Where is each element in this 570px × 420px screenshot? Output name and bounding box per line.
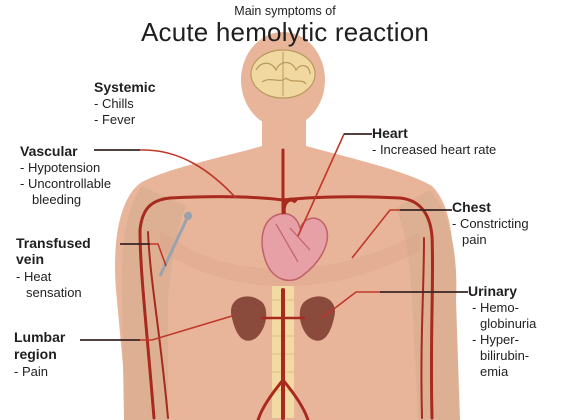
- transfused-item-heat: - Heat: [16, 270, 51, 284]
- systemic-item-chills: - Chills: [94, 97, 134, 111]
- urinary-item-hyper: - Hyper-: [472, 333, 519, 347]
- lumbar-heading-line1: Lumbar: [14, 330, 65, 345]
- vascular-item-uncontrollable: - Uncontrollable: [20, 177, 111, 191]
- transfused-heading-line1: Transfused: [16, 236, 91, 251]
- systemic-item-fever: - Fever: [94, 113, 135, 127]
- urinary-item-bilirubin: bilirubin-: [480, 349, 529, 363]
- systemic-heading: Systemic: [94, 80, 155, 95]
- transfused-heading-line2: vein: [16, 252, 44, 267]
- vascular-heading: Vascular: [20, 144, 78, 159]
- heart-heading: Heart: [372, 126, 408, 141]
- lumbar-heading-line2: region: [14, 347, 57, 362]
- chest-item-constricting: - Constricting: [452, 217, 529, 231]
- urinary-item-hemo: - Hemo-: [472, 301, 519, 315]
- vascular-item-hypotension: - Hypotension: [20, 161, 100, 175]
- diagram-title: Acute hemolytic reaction: [0, 18, 570, 46]
- transfused-item-sensation: sensation: [26, 286, 82, 300]
- chest-item-pain: pain: [462, 233, 487, 247]
- urinary-heading: Urinary: [468, 284, 517, 299]
- brain-illustration: [251, 50, 315, 98]
- urinary-item-emia: emia: [480, 365, 508, 379]
- urinary-item-globinuria: globinuria: [480, 317, 536, 331]
- lumbar-item-pain: - Pain: [14, 365, 48, 379]
- vascular-item-bleeding: bleeding: [32, 193, 81, 207]
- chest-heading: Chest: [452, 200, 491, 215]
- heart-item-rate: - Increased heart rate: [372, 143, 496, 157]
